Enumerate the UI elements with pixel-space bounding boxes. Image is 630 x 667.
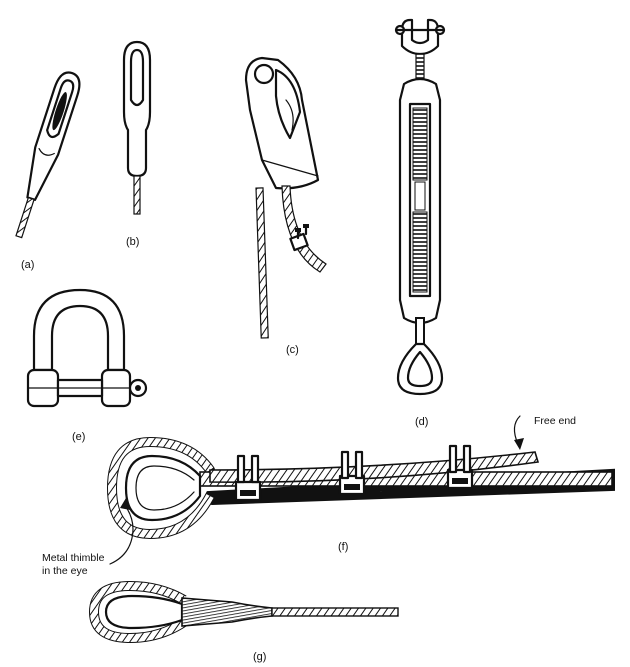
fitting-d-turnbuckle <box>394 18 446 396</box>
label-g: (g) <box>253 651 266 663</box>
fitting-e-shackle <box>26 288 148 408</box>
thimble-leader <box>109 503 134 565</box>
wire-clip-1 <box>234 454 262 502</box>
annotation-free-end: Free end <box>534 415 576 427</box>
label-c: (c) <box>286 344 299 356</box>
fitting-g-spliced-eye <box>88 580 399 644</box>
fitting-b-closed-socket <box>122 40 152 215</box>
label-d: (d) <box>415 416 428 428</box>
label-b: (b) <box>126 236 139 248</box>
wire-clip-2 <box>338 450 366 496</box>
annotation-thimble-line2: in the eye <box>42 565 88 577</box>
fitting-f-clipped-eye <box>106 415 615 565</box>
wire-clip-c <box>289 224 309 252</box>
label-a: (a) <box>21 259 34 271</box>
fitting-c-wedge-socket <box>244 56 327 339</box>
annotation-thimble-line1: Metal thimble <box>42 552 105 564</box>
label-f: (f) <box>338 541 348 553</box>
fitting-a-open-socket <box>15 71 81 239</box>
wire-clip-3 <box>446 444 474 490</box>
label-e: (e) <box>72 431 85 443</box>
